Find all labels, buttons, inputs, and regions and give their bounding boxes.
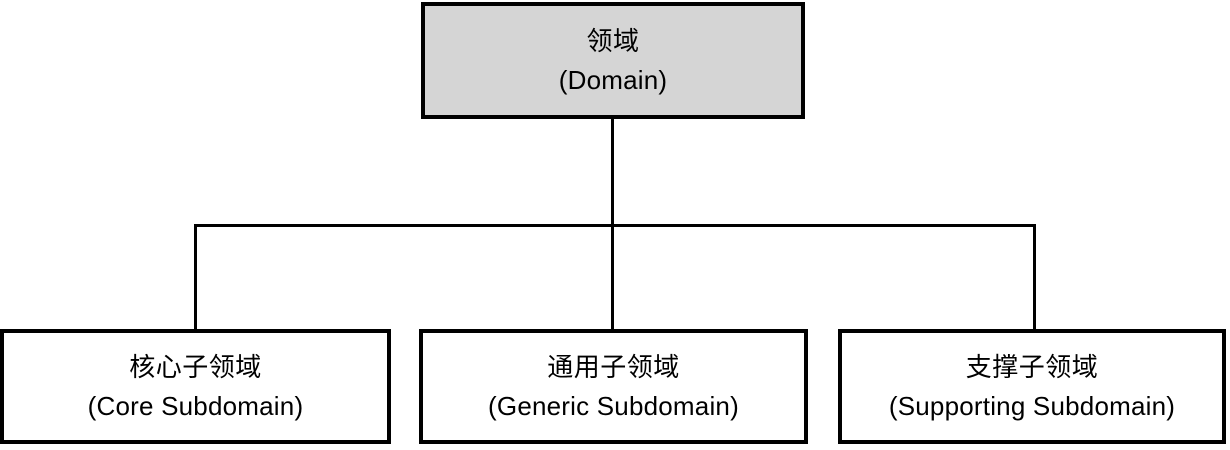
node-core-subdomain[interactable]: 核心子领域 (Core Subdomain) bbox=[0, 329, 391, 444]
node-supporting-subdomain[interactable]: 支撑子领域 (Supporting Subdomain) bbox=[838, 329, 1226, 444]
connector-drop-core-subdomain bbox=[194, 224, 197, 331]
connector-horizontal-bus bbox=[194, 224, 1036, 227]
node-domain-label-cn: 领域 bbox=[586, 26, 640, 56]
node-supporting-subdomain-label-cn: 支撑子领域 bbox=[965, 352, 1099, 382]
node-supporting-subdomain-label-en: (Supporting Subdomain) bbox=[888, 391, 1176, 421]
node-generic-subdomain[interactable]: 通用子领域 (Generic Subdomain) bbox=[419, 329, 808, 444]
node-domain[interactable]: 领域 (Domain) bbox=[421, 2, 805, 119]
node-generic-subdomain-label-en: (Generic Subdomain) bbox=[488, 391, 739, 421]
node-domain-label-en: (Domain) bbox=[558, 65, 668, 95]
node-core-subdomain-label-cn: 核心子领域 bbox=[129, 352, 262, 382]
connector-drop-generic-subdomain bbox=[611, 224, 614, 331]
connector-drop-supporting-subdomain bbox=[1033, 224, 1036, 331]
connector-root-stem bbox=[611, 118, 614, 227]
node-generic-subdomain-label-cn: 通用子领域 bbox=[547, 352, 680, 382]
node-core-subdomain-label-en: (Core Subdomain) bbox=[87, 391, 304, 421]
